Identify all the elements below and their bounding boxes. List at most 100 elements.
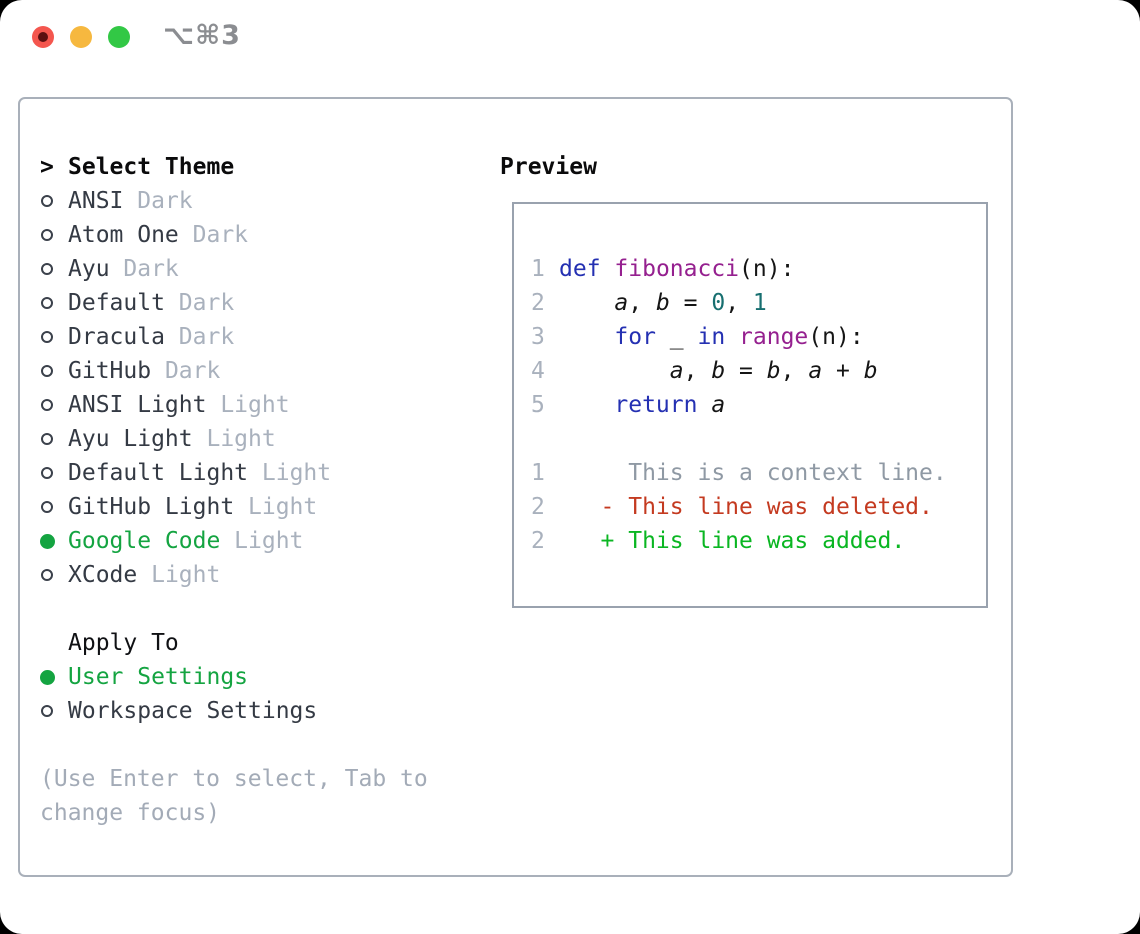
theme-option-default[interactable]: Default Dark <box>40 286 490 320</box>
theme-name: ANSI <box>68 188 138 214</box>
theme-name: Ayu <box>68 256 124 282</box>
theme-name: Ayu Light <box>68 426 207 452</box>
token-num: 1 <box>752 290 767 316</box>
theme-variant: Light <box>261 460 332 486</box>
code-line: 5 return a <box>531 388 986 422</box>
select-theme-header: > Select Theme <box>40 150 490 184</box>
radio-icon <box>40 705 68 717</box>
theme-variant: Light <box>151 562 221 588</box>
theme-option-default-light[interactable]: Default Light Light <box>40 456 490 490</box>
line-number: 4 <box>531 358 545 384</box>
theme-option-atom-one[interactable]: Atom One Dark <box>40 218 490 252</box>
token-var: a <box>808 358 823 384</box>
code-line: 3 for _ in range(n): <box>531 320 986 354</box>
token-pl: , <box>628 290 656 316</box>
token-pl: (n): <box>808 324 864 350</box>
token-pl <box>601 256 615 282</box>
zoom-button[interactable] <box>108 26 130 48</box>
theme-variant: Dark <box>192 222 249 248</box>
theme-option-ayu[interactable]: Ayu Dark <box>40 252 490 286</box>
code-line: 2 a, b = 0, 1 <box>531 286 986 320</box>
token-pl: _ <box>655 324 698 350</box>
code-line: 4 a, b = b, a + b <box>531 354 986 388</box>
code-line: 1 def fibonacci(n): <box>531 252 986 286</box>
apply-option-label: User Settings <box>68 664 249 690</box>
token-var: a <box>711 392 726 418</box>
diff-text: This is a context line. <box>559 460 947 486</box>
theme-option-google-code[interactable]: Google Code Light <box>40 524 490 558</box>
radio-icon <box>40 467 68 479</box>
theme-name: Dracula <box>68 324 179 350</box>
radio-icon <box>40 229 68 241</box>
theme-name: GitHub Light <box>68 494 249 520</box>
token-pl <box>697 392 711 418</box>
apply-option-workspace-settings[interactable]: Workspace Settings <box>40 694 490 728</box>
theme-name: Default Light <box>68 460 262 486</box>
diff-line-context: 1 This is a context line. <box>531 456 986 490</box>
diff-line-added: 2 + This line was added. <box>531 524 986 558</box>
theme-option-github-light[interactable]: GitHub Light Light <box>40 490 490 524</box>
token-var: a <box>614 290 629 316</box>
line-number: 5 <box>531 392 545 418</box>
radio-icon <box>40 399 68 411</box>
radio-selected-icon <box>40 669 68 685</box>
token-num: 0 <box>711 290 726 316</box>
apply-option-label: Workspace Settings <box>68 698 318 724</box>
diff-preview: 1 This is a context line.2 - This line w… <box>531 456 986 558</box>
token-var: b <box>863 358 878 384</box>
radio-icon <box>40 433 68 445</box>
radio-icon <box>40 365 68 377</box>
line-number: 1 <box>531 460 545 486</box>
line-number: 3 <box>531 324 545 350</box>
token-pl: (n): <box>739 256 795 282</box>
theme-name: XCode <box>68 562 152 588</box>
theme-option-ayu-light[interactable]: Ayu Light Light <box>40 422 490 456</box>
radio-icon <box>40 569 68 581</box>
apply-to-header: Apply To <box>40 626 490 660</box>
theme-variant: Dark <box>178 324 235 350</box>
token-pl <box>559 392 614 418</box>
theme-variant: Dark <box>137 188 193 214</box>
help-text: (Use Enter to select, Tab to change focu… <box>40 766 428 826</box>
select-theme-title: Select Theme <box>68 154 235 180</box>
token-pl <box>559 324 614 350</box>
token-var: a <box>669 358 684 384</box>
token-var: b <box>711 358 726 384</box>
diff-text: + This line was added. <box>559 528 906 554</box>
theme-option-dracula[interactable]: Dracula Dark <box>40 320 490 354</box>
token-var: b <box>655 290 670 316</box>
token-pl <box>559 290 614 316</box>
token-pl <box>725 324 739 350</box>
theme-option-ansi[interactable]: ANSI Dark <box>40 184 490 218</box>
radio-icon <box>40 331 68 343</box>
line-number: 1 <box>531 256 545 282</box>
theme-name: Default <box>68 290 179 316</box>
theme-option-xcode[interactable]: XCode Light <box>40 558 490 592</box>
token-var: b <box>766 358 781 384</box>
token-fn: range <box>739 324 809 350</box>
radio-icon <box>40 195 68 207</box>
token-pl: , <box>683 358 712 384</box>
theme-name: Atom One <box>68 222 193 248</box>
token-kw: def <box>559 256 601 282</box>
focus-caret-icon: > <box>40 154 54 180</box>
theme-option-ansi-light[interactable]: ANSI Light Light <box>40 388 490 422</box>
close-button[interactable] <box>32 26 54 48</box>
theme-option-github[interactable]: GitHub Dark <box>40 354 490 388</box>
radio-icon <box>40 501 68 513</box>
diff-line-deleted: 2 - This line was deleted. <box>531 490 986 524</box>
diff-text: - This line was deleted. <box>559 494 933 520</box>
close-dot-icon <box>38 32 48 42</box>
minimize-button[interactable] <box>70 26 92 48</box>
theme-name: ANSI Light <box>68 392 221 418</box>
token-fn: fibonacci <box>614 256 740 282</box>
token-pl: = <box>669 290 712 316</box>
apply-option-user-settings[interactable]: User Settings <box>40 660 490 694</box>
line-number: 2 <box>531 494 545 520</box>
